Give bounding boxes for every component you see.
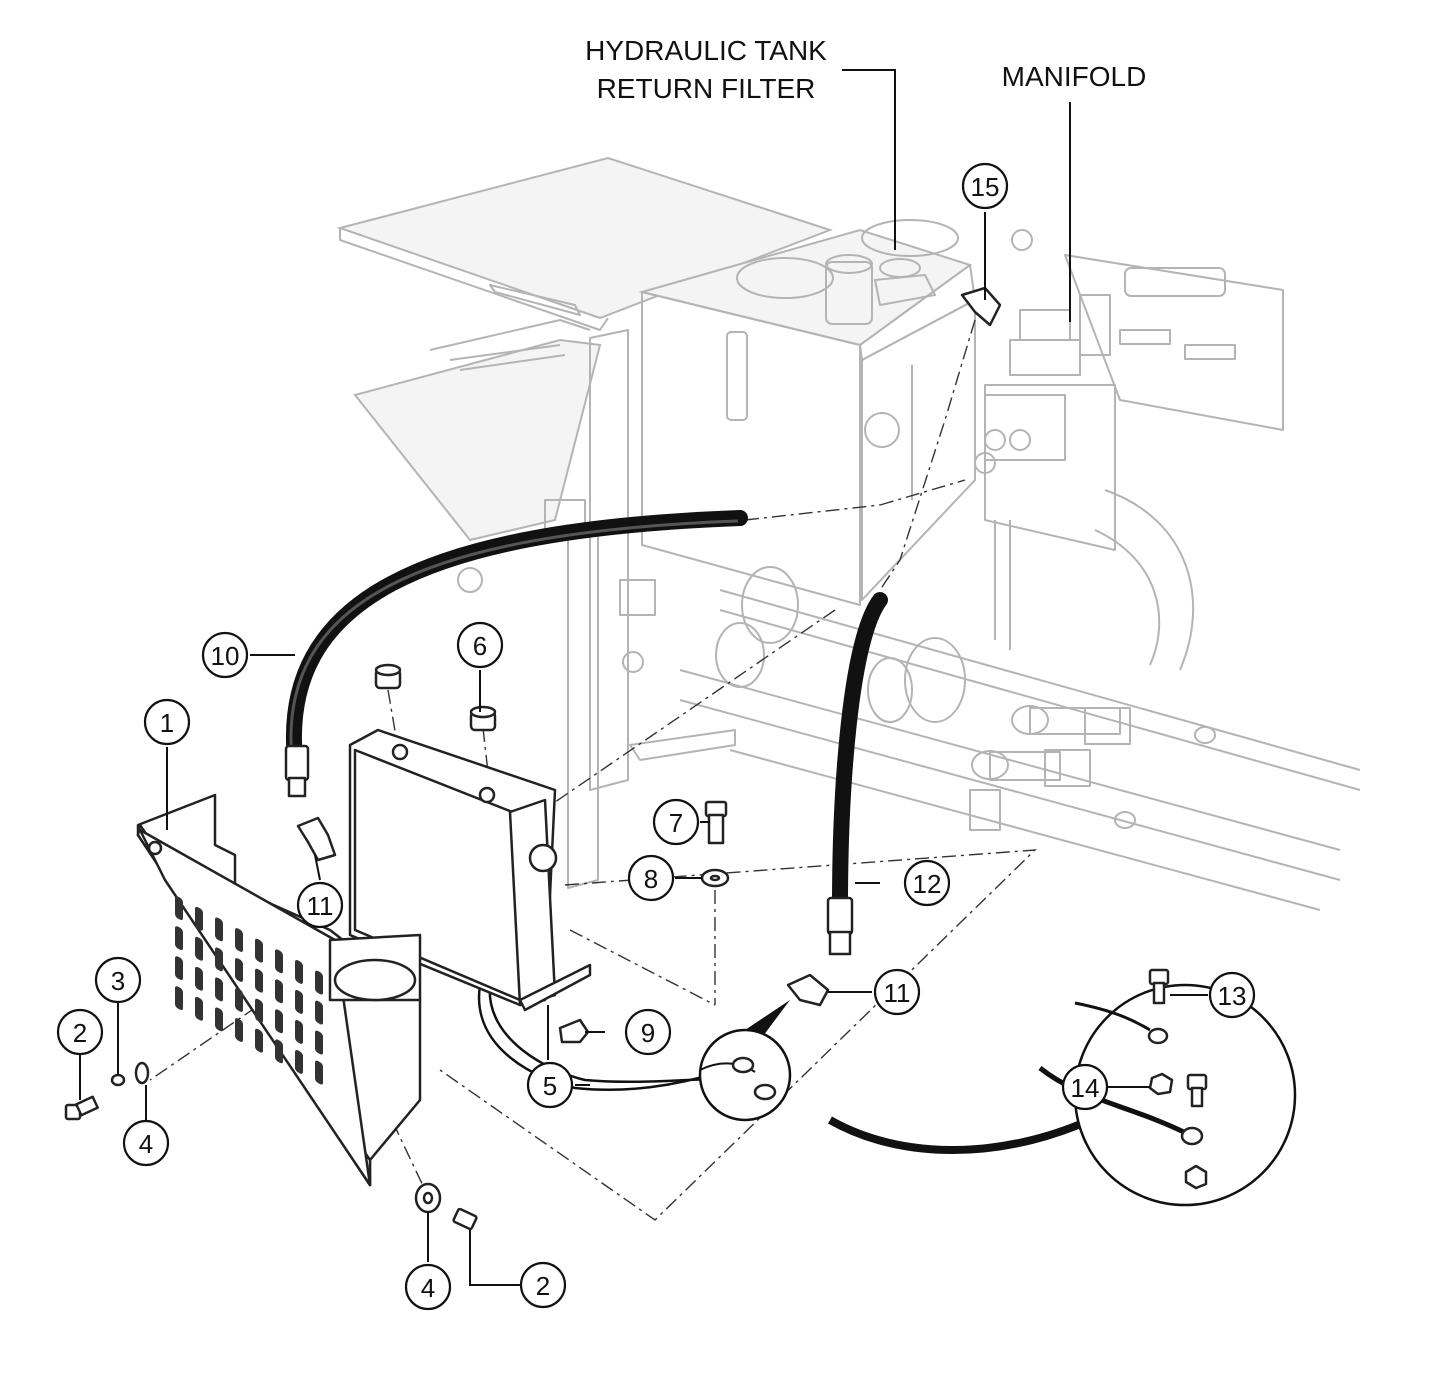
svg-text:4: 4 — [421, 1273, 435, 1303]
alignment-centerlines — [149, 319, 1037, 1221]
callout-12: 12 — [903, 859, 951, 907]
svg-text:2: 2 — [73, 1018, 87, 1048]
svg-text:4: 4 — [139, 1129, 153, 1159]
callout-4-left: 4 — [122, 1119, 170, 1167]
svg-text:8: 8 — [644, 864, 658, 894]
callout-11-left: 11 — [296, 881, 344, 929]
hose-12 — [826, 592, 888, 956]
callout-4-bottom: 4 — [404, 1263, 452, 1311]
callout-11-right: 11 — [873, 968, 921, 1016]
svg-text:2: 2 — [536, 1271, 550, 1301]
svg-text:5: 5 — [543, 1071, 557, 1101]
shroud-vent-slots — [175, 896, 323, 1085]
background-machine — [336, 156, 1361, 911]
callout-14: 14 — [1061, 1063, 1109, 1111]
svg-text:1: 1 — [160, 708, 174, 738]
hydraulic-tank-label-line1: HYDRAULIC TANK — [585, 35, 827, 66]
callout-2-bottom: 2 — [519, 1261, 567, 1309]
callout-15: 15 — [961, 162, 1009, 210]
callout-13: 13 — [1208, 971, 1256, 1019]
callout-3: 3 — [94, 956, 142, 1004]
callout-8: 8 — [627, 854, 675, 902]
callout-2-left: 2 — [56, 1008, 104, 1056]
manifold-label: MANIFOLD — [1002, 61, 1147, 92]
svg-text:12: 12 — [913, 869, 942, 899]
svg-text:9: 9 — [641, 1018, 655, 1048]
svg-text:7: 7 — [669, 808, 683, 838]
callout-5: 5 — [526, 1061, 574, 1109]
leader-lines — [79, 69, 1208, 1286]
svg-text:6: 6 — [473, 631, 487, 661]
svg-text:11: 11 — [884, 978, 911, 1008]
callout-10: 10 — [201, 631, 249, 679]
svg-text:15: 15 — [971, 172, 1000, 202]
callout-9: 9 — [624, 1008, 672, 1056]
callout-7: 7 — [652, 798, 700, 846]
svg-text:10: 10 — [211, 641, 240, 671]
svg-text:11: 11 — [307, 891, 334, 921]
hose-10 — [284, 510, 748, 798]
callout-6: 6 — [456, 621, 504, 669]
svg-text:13: 13 — [1218, 981, 1247, 1011]
svg-text:14: 14 — [1071, 1073, 1100, 1103]
ground-detail-inset — [698, 968, 1297, 1207]
svg-text:3: 3 — [111, 966, 125, 996]
hydraulic-tank-label-line2: RETURN FILTER — [597, 73, 816, 104]
callout-1: 1 — [143, 698, 191, 746]
